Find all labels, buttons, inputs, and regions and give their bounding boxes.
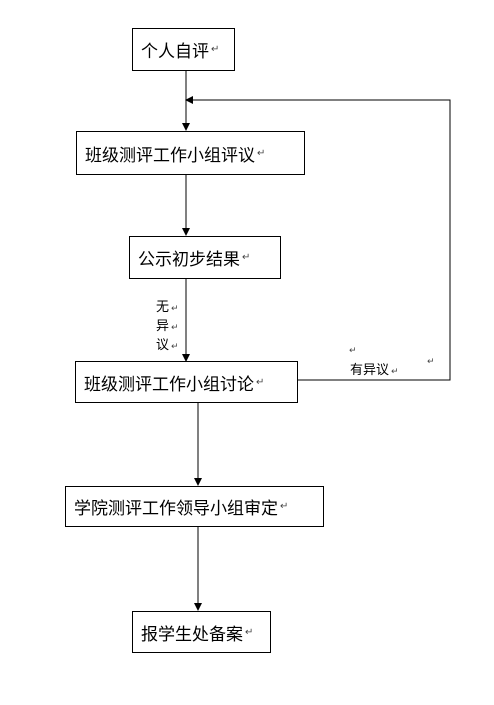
edge-label-no-objection: 无↵ 异↵ 议↵: [156, 300, 179, 353]
paragraph-mark: ↵: [427, 357, 435, 367]
node-class-discussion: 班级测评工作小组讨论↵: [75, 361, 298, 403]
paragraph-mark: ↵: [242, 252, 251, 263]
node-label: 报学生处备案: [141, 624, 243, 645]
node-label: 班级测评工作小组评议: [85, 145, 255, 166]
node-publicize-results: 公示初步结果↵: [129, 236, 281, 279]
node-college-approval: 学院测评工作领导小组审定↵: [65, 486, 324, 527]
paragraph-mark: ↵: [349, 346, 357, 356]
node-label: 公示初步结果: [138, 250, 240, 270]
node-label: 学院测评工作领导小组审定: [74, 499, 278, 519]
edge-label-has-objection: 有异议↵: [350, 363, 399, 378]
node-report-filing: 报学生处备案↵: [132, 611, 271, 653]
paragraph-mark: ↵: [256, 376, 265, 388]
paragraph-mark: ↵: [257, 147, 266, 159]
feedback-loop-objection: [185, 96, 451, 381]
paragraph-mark: ↵: [211, 44, 220, 55]
node-label: 个人自评: [141, 42, 209, 62]
node-self-evaluation: 个人自评↵: [132, 28, 235, 71]
node-label: 班级测评工作小组讨论: [84, 374, 254, 395]
paragraph-mark: ↵: [245, 626, 254, 638]
node-class-review: 班级测评工作小组评议↵: [76, 131, 305, 175]
paragraph-mark: ↵: [280, 501, 289, 512]
